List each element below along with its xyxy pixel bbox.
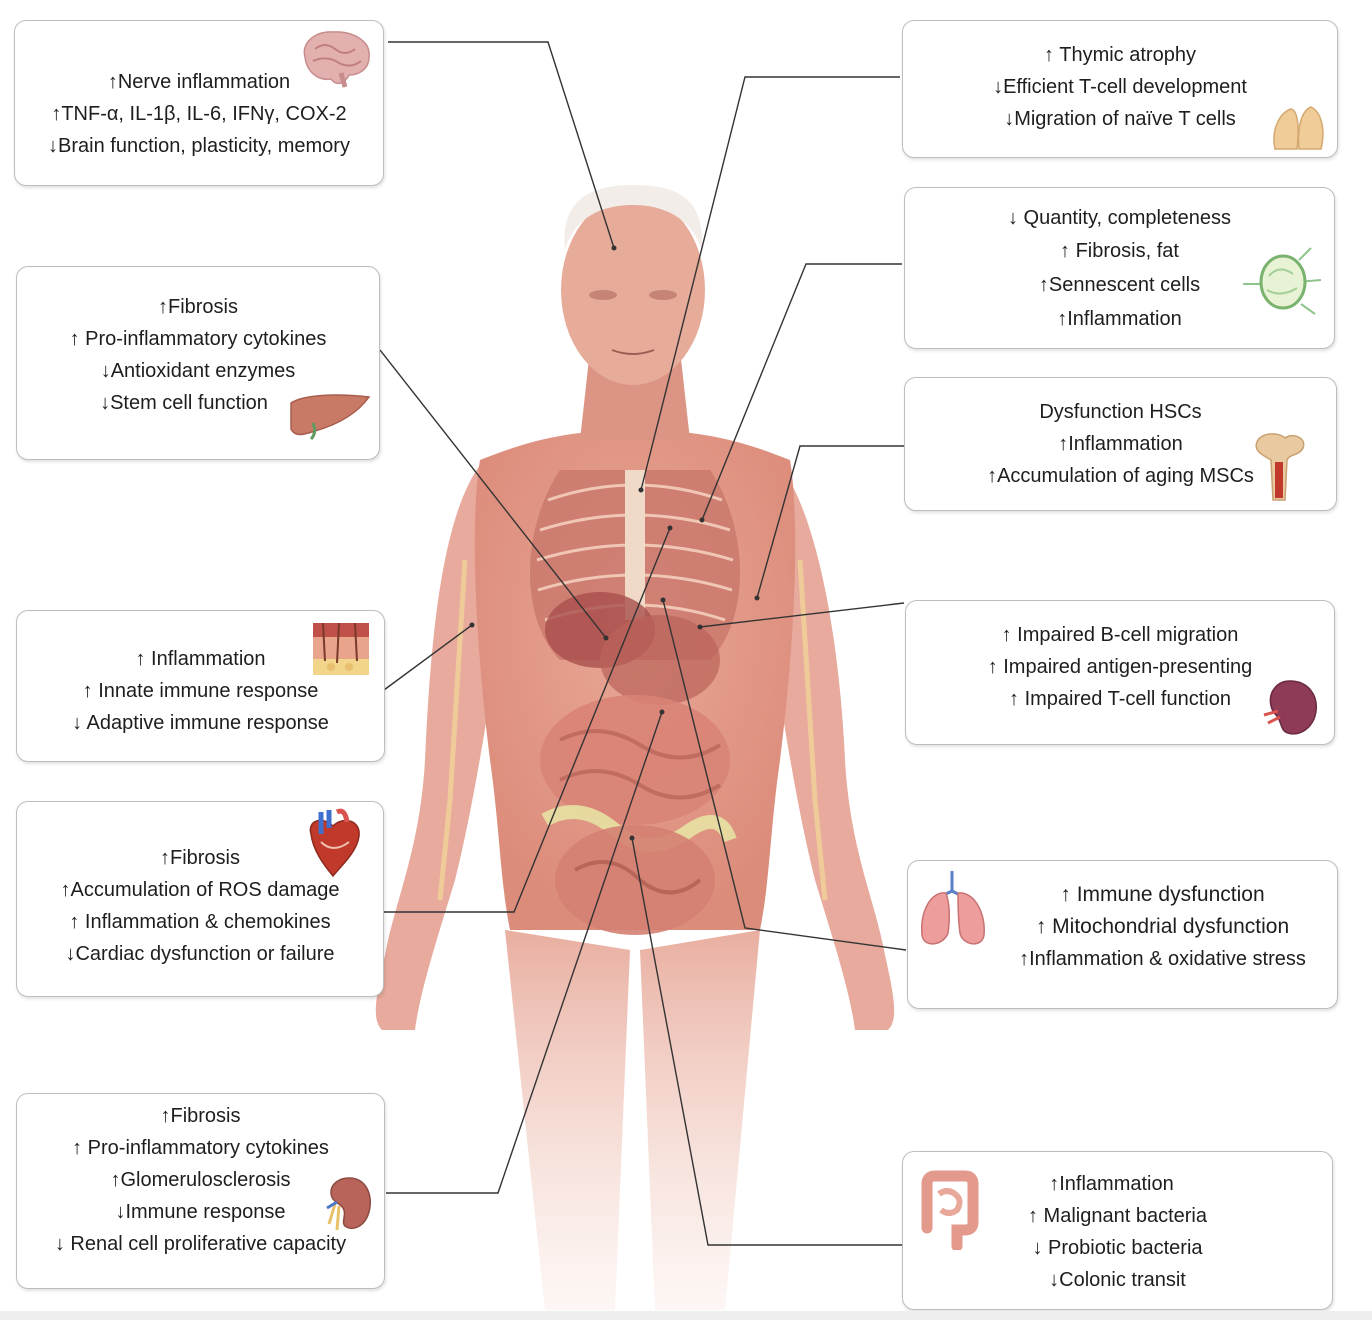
kidney-line-5: ↓ Renal cell proliferative capacity [54, 1233, 347, 1255]
lung-line-3: ↑Inflammation & oxidative stress [1019, 948, 1306, 970]
lung-line-2: ↑ Mitochondrial dysfunction [1035, 915, 1290, 938]
liver-line-3: ↓Antioxidant enzymes [100, 360, 296, 382]
kidney-panel: ↑Fibrosis ↑ Pro-inflammatory cytokines ↑… [16, 1093, 385, 1289]
kidney-line-4: ↓Immune response [115, 1201, 286, 1223]
skin-line-1: ↑ Inflammation [135, 648, 266, 670]
spleen-line-1: ↑ Impaired B-cell migration [1001, 624, 1239, 646]
lung-line-1: ↑ Immune dysfunction [1060, 883, 1265, 906]
thymus-line-1: ↑ Thymic atrophy [1044, 44, 1196, 66]
colon-panel: ↑Inflammation ↑ Malignant bacteria ↓ Pro… [902, 1151, 1333, 1310]
thymus-line-3: ↓Migration of naïve T cells [1004, 108, 1236, 130]
heart-line-1: ↑Fibrosis [159, 847, 240, 869]
liver-panel: ↑Fibrosis ↑ Pro-inflammatory cytokines ↓… [16, 266, 380, 460]
bottom-strip [0, 1311, 1372, 1320]
kidney-line-3: ↑Glomerulosclerosis [110, 1169, 291, 1191]
lymph-node-icon [1243, 247, 1322, 315]
spleen-line-2: ↑ Impaired antigen-presenting [987, 656, 1253, 678]
brain-icon [303, 31, 370, 88]
lymph-line-1: ↓ Quantity, completeness [1007, 207, 1232, 229]
skin-icon [313, 622, 369, 675]
lymph-line-4: ↑Inflammation [1057, 308, 1182, 330]
spleen-panel: ↑ Impaired B-cell migration ↑ Impaired a… [905, 600, 1335, 745]
thymus-line-2: ↓Efficient T-cell development [993, 76, 1247, 98]
skin-panel: ↑ Inflammation ↑ Innate immune response … [16, 610, 385, 762]
spleen-icon [1263, 680, 1317, 735]
heart-icon [309, 808, 360, 878]
heart-panel: ↑Fibrosis ↑Accumulation of ROS damage ↑ … [16, 801, 384, 997]
kidney-icon [326, 1177, 371, 1231]
brain-line-3: ↓Brain function, plasticity, memory [48, 135, 350, 157]
bone-marrow-line-1: Dysfunction HSCs [1039, 401, 1202, 423]
kidney-line-1: ↑Fibrosis [160, 1105, 241, 1127]
heart-line-2: ↑Accumulation of ROS damage [60, 879, 340, 901]
kidney-line-2: ↑ Pro-inflammatory cytokines [72, 1137, 329, 1159]
lymph-node-panel: ↓ Quantity, completeness ↑ Fibrosis, fat… [904, 187, 1335, 349]
liver-line-2: ↑ Pro-inflammatory cytokines [69, 328, 327, 350]
skin-line-3: ↓ Adaptive immune response [72, 712, 329, 734]
lymph-line-3: ↑Sennescent cells [1038, 274, 1201, 296]
heart-line-4: ↓Cardiac dysfunction or failure [65, 943, 335, 965]
bone-marrow-line-3: ↑Accumulation of aging MSCs [987, 465, 1254, 487]
bone-marrow-panel: Dysfunction HSCs ↑Inflammation ↑Accumula… [904, 377, 1337, 511]
colon-line-3: ↓ Probiotic bacteria [1032, 1237, 1203, 1259]
colon-line-4: ↓Colonic transit [1049, 1269, 1186, 1291]
lung-panel: ↑ Immune dysfunction ↑ Mitochondrial dys… [907, 860, 1338, 1009]
skin-line-2: ↑ Innate immune response [82, 680, 319, 702]
bone-icon [1255, 433, 1305, 501]
colon-icon [921, 1170, 979, 1250]
liver-icon [290, 394, 371, 441]
colon-line-1: ↑Inflammation [1049, 1173, 1174, 1195]
colon-line-2: ↑ Malignant bacteria [1028, 1205, 1207, 1227]
thymus-icon [1273, 106, 1324, 150]
lung-icon [921, 871, 985, 945]
brain-line-1: ↑Nerve inflammation [107, 71, 291, 93]
spleen-line-3: ↑ Impaired T-cell function [1009, 688, 1231, 710]
bone-marrow-line-2: ↑Inflammation [1058, 433, 1183, 455]
lymph-line-2: ↑ Fibrosis, fat [1060, 240, 1179, 262]
liver-line-1: ↑Fibrosis [157, 296, 238, 318]
heart-line-3: ↑ Inflammation & chemokines [69, 911, 331, 933]
brain-line-2: ↑TNF-α, IL-1β, IL-6, IFNγ, COX-2 [51, 103, 347, 125]
brain-panel: ↑Nerve inflammation ↑TNF-α, IL-1β, IL-6,… [14, 20, 384, 186]
liver-line-4: ↓Stem cell function [100, 392, 268, 414]
thymus-panel: ↑ Thymic atrophy ↓Efficient T-cell devel… [902, 20, 1338, 158]
